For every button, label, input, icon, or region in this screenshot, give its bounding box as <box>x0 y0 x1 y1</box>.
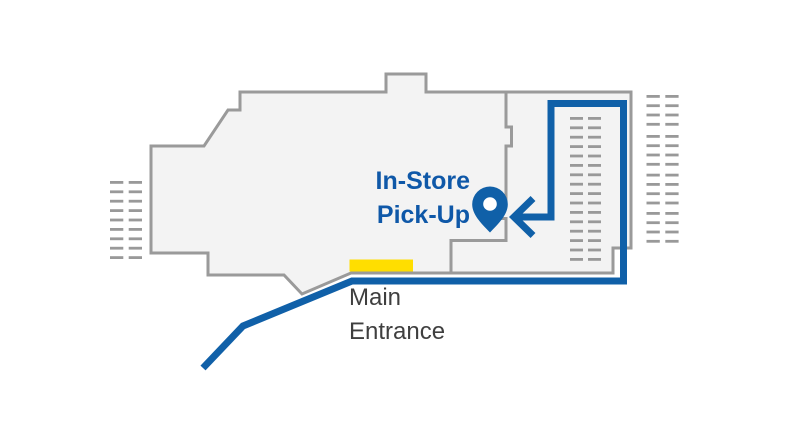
location-pin-icon <box>472 186 508 233</box>
entrance-label-line1: Main <box>349 284 401 311</box>
pickup-label-line1: In-Store <box>376 167 471 195</box>
entrance-label-line2: Entrance <box>349 318 445 345</box>
arrow-left-icon <box>508 195 536 239</box>
parking-marks-left <box>110 181 142 259</box>
route-path <box>200 100 627 371</box>
parking-marks-right <box>646 95 679 243</box>
shelf-marks <box>570 117 601 261</box>
pickup-label-line2: Pick-Up <box>377 201 470 229</box>
entrance-marker <box>349 259 413 272</box>
